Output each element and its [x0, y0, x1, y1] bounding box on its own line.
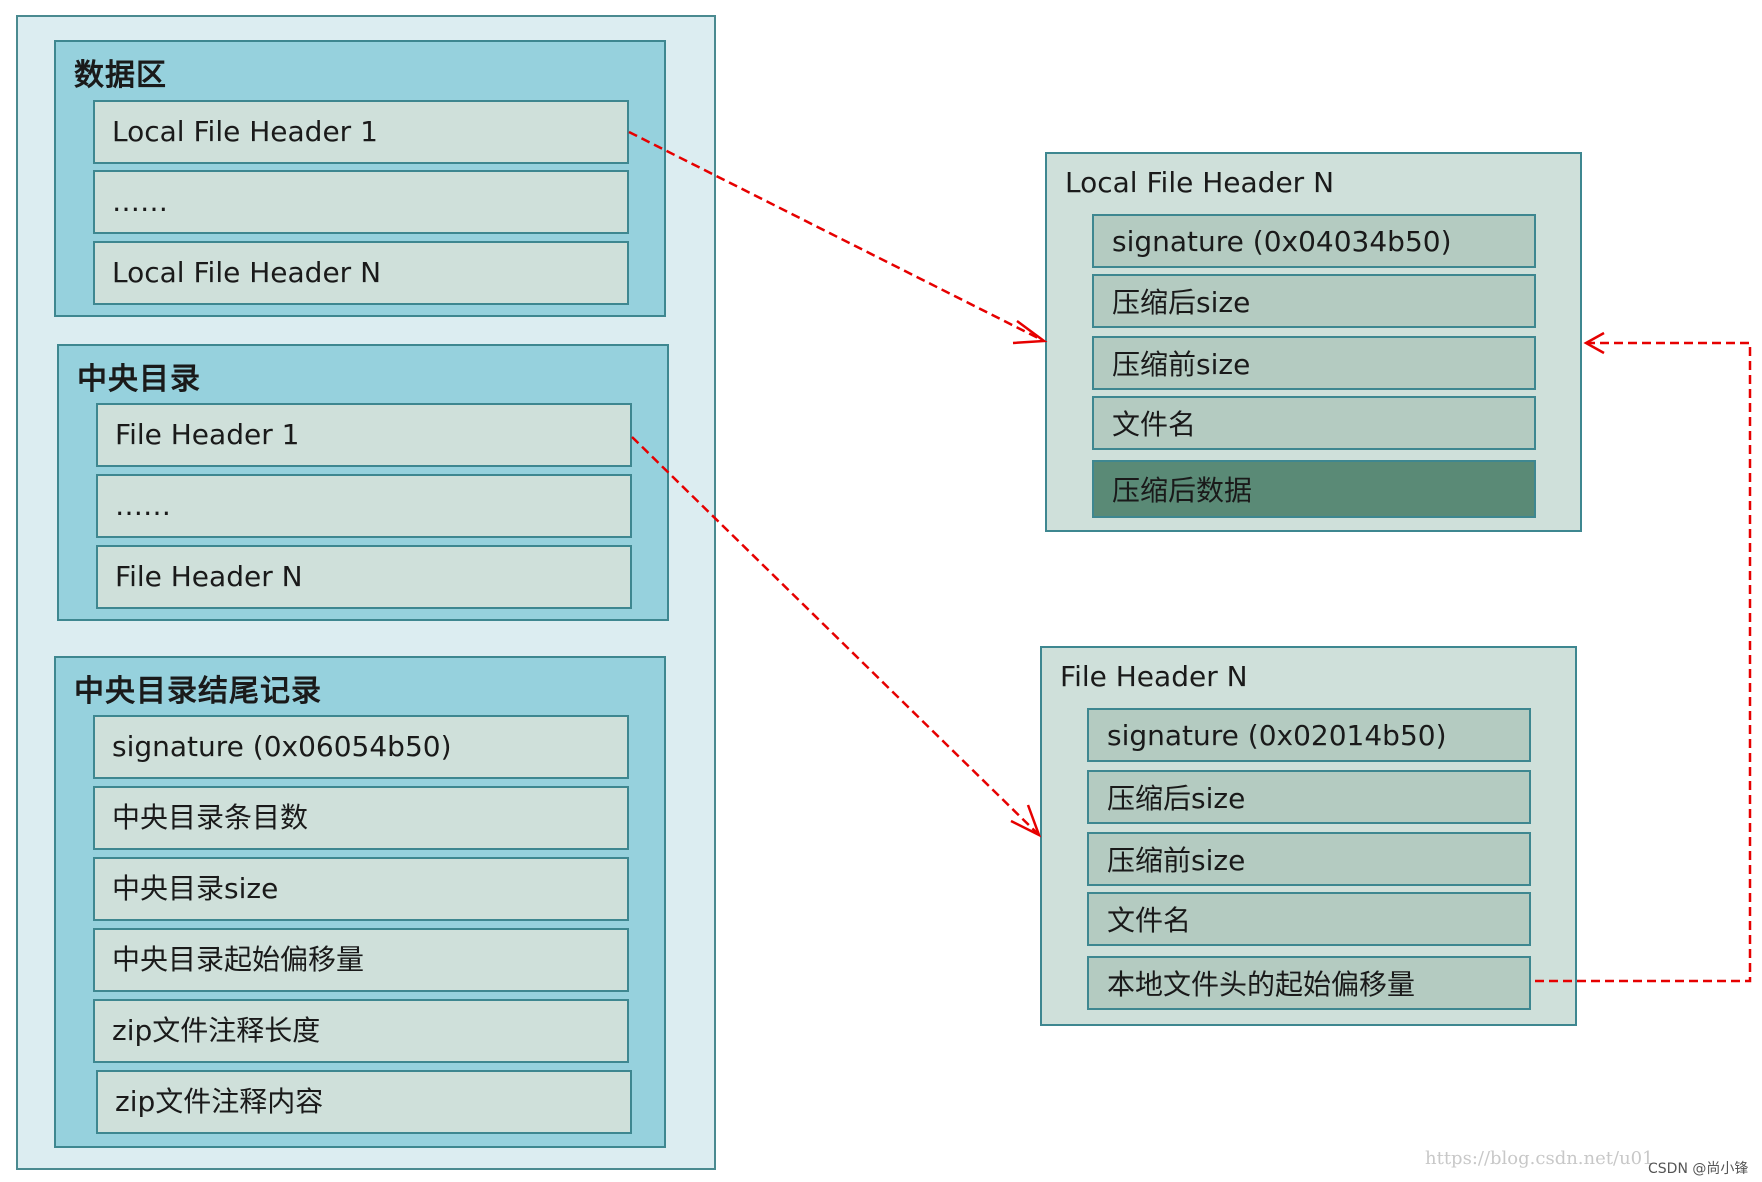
- end-record-row-signature: signature (0x06054b50): [93, 715, 629, 779]
- end-record-row-comment-length: zip文件注释长度: [93, 999, 629, 1063]
- file-header-row-file-name: 文件名: [1087, 892, 1531, 946]
- arrow-local-header-to-detail: [628, 130, 1043, 342]
- arrowhead-offset: [1583, 331, 1605, 355]
- watermark-credit: CSDN @尚小锋: [1648, 1161, 1749, 1177]
- central-directory-row-ellipsis: ……: [96, 474, 632, 538]
- arrow-file-header-to-detail: [631, 436, 1038, 834]
- file-header-detail-box: File Header N signature (0x02014b50) 压缩后…: [1040, 646, 1577, 1026]
- local-header-row-compressed-size: 压缩后size: [1092, 274, 1536, 328]
- file-header-row-signature: signature (0x02014b50): [1087, 708, 1531, 762]
- local-header-row-file-name: 文件名: [1092, 396, 1536, 450]
- end-record-row-entry-count: 中央目录条目数: [93, 786, 629, 850]
- watermark-url: https://blog.csdn.net/u01: [1425, 1148, 1654, 1169]
- data-area-title: 数据区: [74, 58, 167, 93]
- end-record-row-size: 中央目录size: [93, 857, 629, 921]
- arrowhead-local-header: [1012, 319, 1048, 345]
- file-header-row-compressed-size: 压缩后size: [1087, 770, 1531, 824]
- end-of-central-directory-title: 中央目录结尾记录: [74, 674, 322, 709]
- arrowhead-file-header: [1010, 804, 1042, 838]
- data-area-row-ellipsis: ……: [93, 170, 629, 234]
- file-header-row-uncompressed-size: 压缩前size: [1087, 832, 1531, 886]
- local-file-header-detail-title: Local File Header N: [1065, 166, 1335, 199]
- end-record-row-start-offset: 中央目录起始偏移量: [93, 928, 629, 992]
- end-record-row-comment-content: zip文件注释内容: [96, 1070, 632, 1134]
- data-area-row-local-file-header-1: Local File Header 1: [93, 100, 629, 164]
- central-directory-title: 中央目录: [77, 362, 201, 397]
- local-header-row-compressed-data: 压缩后数据: [1092, 460, 1536, 518]
- local-header-row-signature: signature (0x04034b50): [1092, 214, 1536, 268]
- data-area-row-local-file-header-n: Local File Header N: [93, 241, 629, 305]
- central-directory-row-file-header-n: File Header N: [96, 545, 632, 609]
- local-header-row-uncompressed-size: 压缩前size: [1092, 336, 1536, 390]
- file-header-row-local-header-offset: 本地文件头的起始偏移量: [1087, 956, 1531, 1010]
- arrow-offset-back-to-local-header: [1535, 341, 1752, 983]
- central-directory-row-file-header-1: File Header 1: [96, 403, 632, 467]
- file-header-detail-title: File Header N: [1060, 660, 1248, 693]
- local-file-header-detail-box: Local File Header N signature (0x04034b5…: [1045, 152, 1582, 532]
